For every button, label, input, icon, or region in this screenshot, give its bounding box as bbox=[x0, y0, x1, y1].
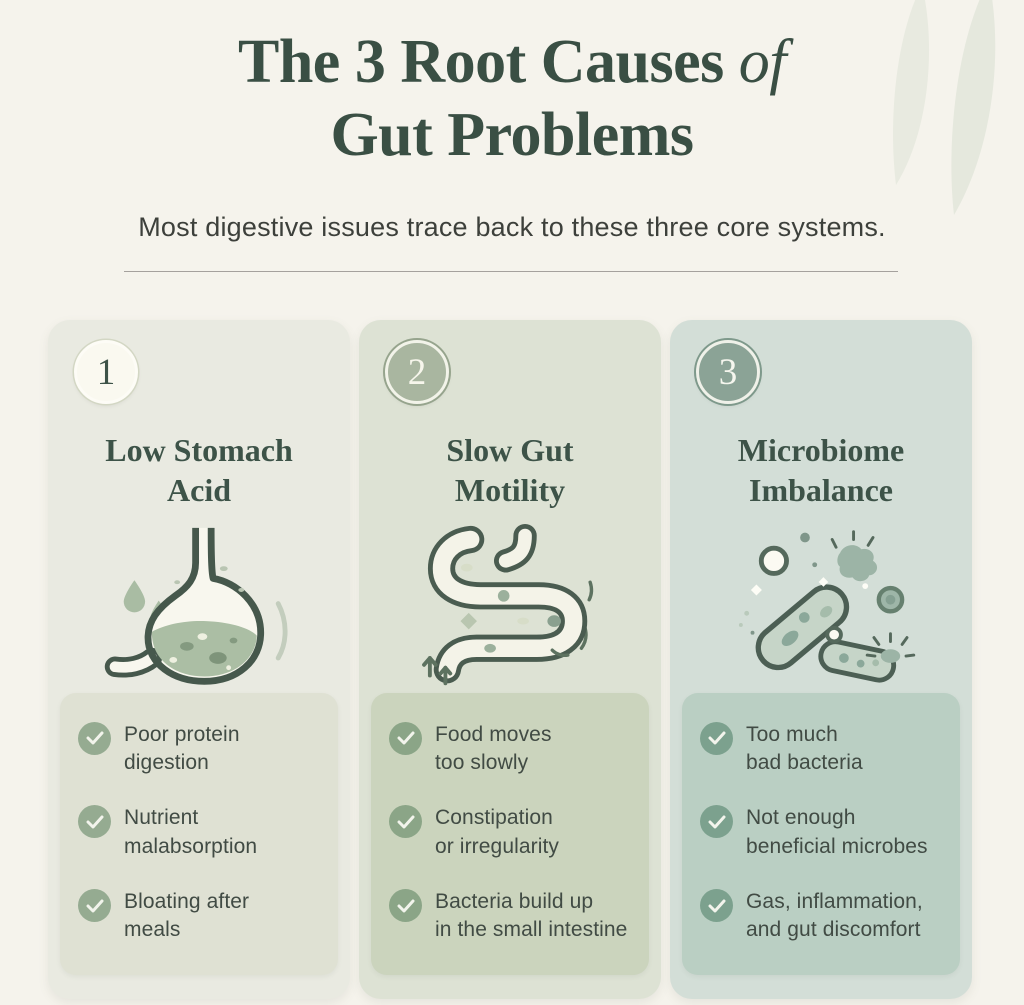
number-badge-3: 3 bbox=[696, 340, 760, 404]
check-icon bbox=[78, 889, 111, 922]
page-title: The 3 Root Causes of Gut Problems bbox=[0, 26, 1024, 172]
check-icon bbox=[389, 721, 422, 755]
check-icon bbox=[700, 805, 733, 839]
title-line2: Gut Problems bbox=[330, 101, 694, 170]
number-badge-2: 2 bbox=[385, 340, 449, 404]
check-icon bbox=[700, 721, 733, 755]
check-icon bbox=[389, 889, 422, 922]
stomach-icon bbox=[104, 527, 288, 685]
bacteria-icon bbox=[738, 529, 915, 683]
check-icon bbox=[389, 805, 422, 839]
title-line1: The 3 Root Causes bbox=[237, 28, 724, 96]
intestine-icon bbox=[421, 523, 593, 685]
check-icon bbox=[78, 721, 111, 755]
number-badge-1: 1 bbox=[74, 340, 138, 404]
subtitle: Most digestive issues trace back to thes… bbox=[138, 212, 886, 242]
check-icon bbox=[700, 889, 733, 922]
divider-line bbox=[124, 271, 898, 272]
title-of: of bbox=[738, 28, 787, 96]
list-item: Gas, inflammation,and gut discomfort bbox=[700, 888, 944, 945]
check-icon bbox=[78, 805, 111, 839]
